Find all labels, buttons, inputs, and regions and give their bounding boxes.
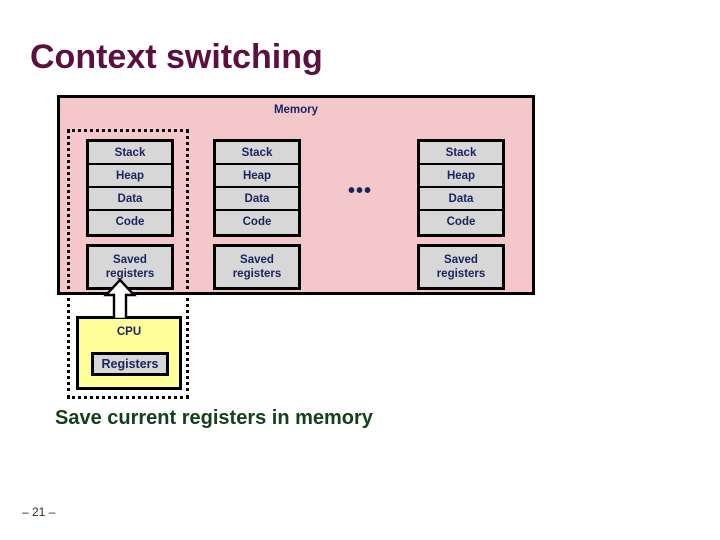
memory-segments-2: Stack Heap Data Code (213, 139, 301, 237)
cpu-registers-box: Registers (91, 352, 169, 376)
cpu-box: CPU Registers (76, 316, 182, 390)
process-column-n: Stack Heap Data Code Saved registers (417, 139, 505, 290)
ellipsis-indicator: ••• (348, 180, 373, 202)
segment-code: Code (216, 211, 298, 234)
segment-code: Code (420, 211, 502, 234)
save-registers-arrow-icon (103, 279, 137, 319)
page-title: Context switching (30, 38, 323, 76)
segment-heap: Heap (420, 165, 502, 188)
memory-label: Memory (273, 104, 319, 116)
saved-registers-line2: registers (232, 268, 282, 280)
segment-heap: Heap (89, 165, 171, 188)
memory-segments-1: Stack Heap Data Code (86, 139, 174, 237)
segment-heap: Heap (216, 165, 298, 188)
saved-registers-box-n: Saved registers (417, 244, 505, 290)
saved-registers-box-2: Saved registers (213, 244, 301, 290)
memory-segments-n: Stack Heap Data Code (417, 139, 505, 237)
segment-stack: Stack (216, 142, 298, 165)
process-column-2: Stack Heap Data Code Saved registers (213, 139, 301, 290)
slide-caption: Save current registers in memory (55, 407, 373, 429)
segment-data: Data (216, 188, 298, 211)
process-column-1: Stack Heap Data Code Saved registers (86, 139, 174, 290)
saved-registers-line1: Saved (113, 254, 147, 266)
saved-registers-line1: Saved (444, 254, 478, 266)
segment-data: Data (420, 188, 502, 211)
segment-data: Data (89, 188, 171, 211)
segment-stack: Stack (89, 142, 171, 165)
segment-stack: Stack (420, 142, 502, 165)
saved-registers-line1: Saved (240, 254, 274, 266)
segment-code: Code (89, 211, 171, 234)
current-process-highlight (67, 129, 189, 399)
page-number: – 21 – (22, 505, 56, 519)
saved-registers-box-1: Saved registers (86, 244, 174, 290)
saved-registers-line2: registers (105, 268, 155, 280)
cpu-label: CPU (116, 326, 142, 338)
saved-registers-line2: registers (436, 268, 486, 280)
